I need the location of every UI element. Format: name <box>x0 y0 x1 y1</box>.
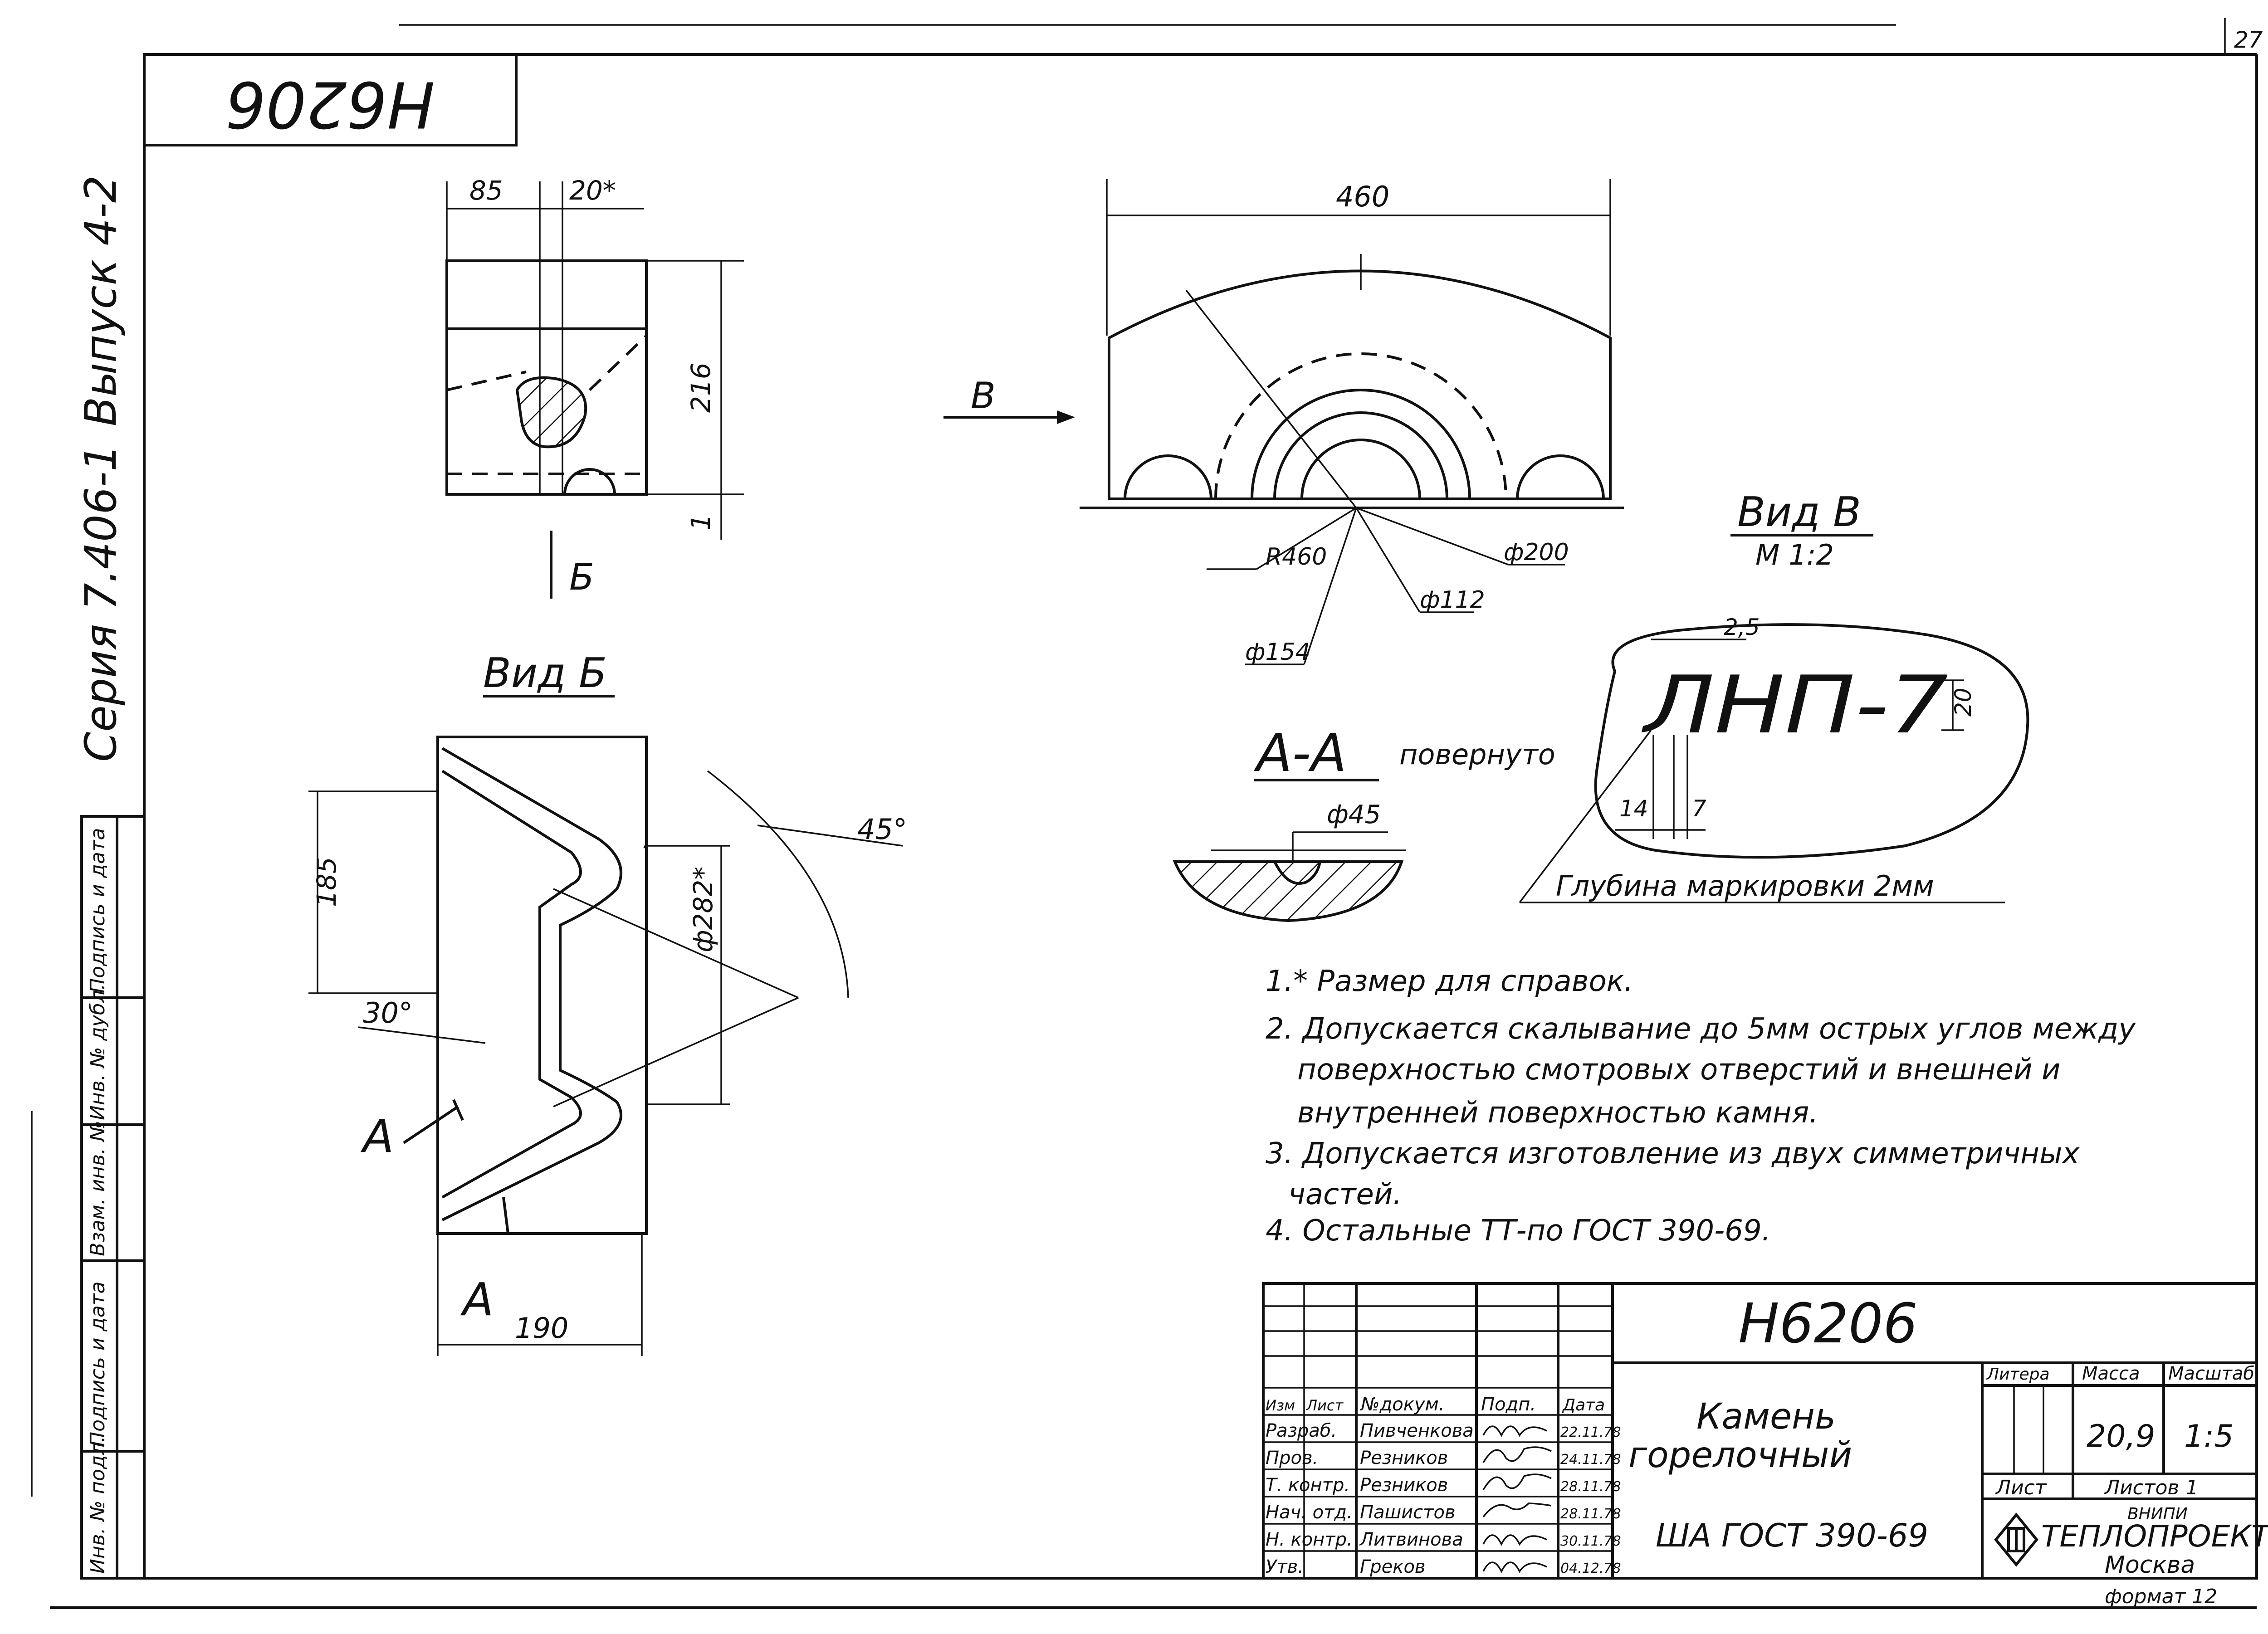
view-b-title: Вид Б <box>483 649 607 697</box>
tb-name-line1: Камень <box>1696 1396 1836 1437</box>
tb-head-izm: Изм <box>1266 1397 1295 1414</box>
code-box-text: H6206 <box>225 67 435 141</box>
dim-1: 1 <box>685 514 716 531</box>
note-2c: внутренней поверхностью камня. <box>1297 1096 1818 1130</box>
section-dim-45: ф45 <box>1327 800 1381 829</box>
dim-112: ф112 <box>1420 586 1485 614</box>
view-v: Вид В М 1:2 ЛНП-7 2,5 20 14 7 Глубина ма… <box>1519 488 2029 903</box>
tb-row-name-6: Греков <box>1360 1556 1426 1577</box>
signatures <box>1482 1425 1552 1573</box>
section-aa: А-А повернуто ф45 <box>1173 723 1555 922</box>
note-2: 2. Допускается скалывание до 5мм острых … <box>1266 1012 2136 1046</box>
notes: 1.* Размер для справок. 2. Допускается с… <box>1266 965 2136 1248</box>
tb-row-name-3: Резников <box>1360 1475 1448 1496</box>
tb-row-role-6: Утв. <box>1266 1556 1304 1577</box>
dim-r460: R460 <box>1266 543 1327 571</box>
stamp-text-3: Взам. инв. № <box>86 1121 109 1256</box>
view-b-arrow-label: Б <box>569 556 594 598</box>
marking-depth: Глубина маркировки 2мм <box>1556 869 1934 902</box>
tb-row-name-4: Пашистов <box>1360 1502 1456 1523</box>
tb-row-date-1: 22.11.78 <box>1560 1424 1621 1440</box>
view-v-arrow-label: В <box>971 375 996 417</box>
title-block: Изм Лист №докум. Подп. Дата Разраб. Пивч… <box>1262 1282 2268 1608</box>
org-logo-icon <box>1994 1512 2038 1567</box>
tb-head-sign: Подп. <box>1481 1394 1536 1415</box>
tb-row-role-4: Нач. отд. <box>1266 1502 1353 1523</box>
note-1: 1.* Размер для справок. <box>1266 965 1633 998</box>
stamp-text-5: Инв. № подл. <box>86 1436 109 1574</box>
tb-row-name-2: Резников <box>1360 1448 1448 1468</box>
tb-material: ША ГОСТ 390-69 <box>1656 1517 1928 1554</box>
note-2b: поверхностью смотровых отверстий и внешн… <box>1297 1053 2061 1087</box>
tb-format: формат 12 <box>2105 1585 2217 1608</box>
marking-dim-25: 2,5 <box>1724 614 1760 640</box>
page-number: 27 <box>2234 27 2263 53</box>
tb-row-date-5: 30.11.78 <box>1560 1533 1621 1549</box>
tb-head-doc: №докум. <box>1360 1394 1444 1415</box>
tb-litera-label: Литера <box>1986 1365 2050 1384</box>
section-mark-a-2: А <box>460 1273 494 1326</box>
tb-org-top: ВНИПИ <box>2127 1505 2188 1523</box>
marking-text: ЛНП-7 <box>1641 659 1948 751</box>
tb-row-name-5: Литвинова <box>1359 1529 1463 1550</box>
stamp-text-4: Подпись и дата <box>86 1282 109 1447</box>
dim-185: 185 <box>311 857 342 907</box>
tb-code: H6206 <box>1738 1293 1918 1356</box>
tb-row-role-3: Т. контр. <box>1266 1475 1350 1496</box>
front-view: 460 R460 ф200 ф112 ф154 В <box>943 179 1624 666</box>
tb-name-line2: горелочный <box>1628 1435 1852 1476</box>
dim-216: 216 <box>685 362 716 413</box>
angle-30: 30° <box>363 996 413 1029</box>
tb-row-date-2: 24.11.78 <box>1560 1452 1621 1468</box>
tb-row-date-4: 28.11.78 <box>1560 1506 1621 1522</box>
tb-mass-label: Масса <box>2082 1363 2140 1384</box>
stamp-text-2: Инв. № дубл. <box>86 984 109 1120</box>
section-title: А-А <box>1253 723 1347 784</box>
tb-row-name-1: Пивченкова <box>1360 1420 1474 1441</box>
tb-row-date-6: 04.12.78 <box>1560 1561 1621 1576</box>
tb-sheets-label: Листов 1 <box>2104 1476 2198 1499</box>
dim-154: ф154 <box>1245 639 1310 666</box>
note-3: 3. Допускается изготовление из двух симм… <box>1266 1137 2080 1171</box>
tb-scale-label: Масштаб <box>2168 1363 2254 1384</box>
tb-row-role-1: Разраб. <box>1266 1420 1337 1441</box>
section-note: повернуто <box>1399 738 1555 771</box>
series-label: Серия 7.406-1 <box>76 444 126 762</box>
view-b: Вид Б 185 ф282* 45° 30° А А 190 <box>308 649 907 1356</box>
dim-460: 460 <box>1336 180 1389 213</box>
view-v-scale: М 1:2 <box>1755 538 1834 571</box>
dim-20: 20* <box>569 175 616 206</box>
note-3b: частей. <box>1288 1178 1402 1211</box>
tb-head-list: Лист <box>1306 1397 1344 1414</box>
dim-85: 85 <box>469 175 503 206</box>
code-box: H6206 <box>143 53 518 146</box>
dim-282: ф282* <box>688 867 719 952</box>
dim-190: 190 <box>515 1312 568 1345</box>
issue-label: Выпуск 4-2 <box>76 176 126 427</box>
tb-sheet-label: Лист <box>1995 1476 2047 1499</box>
dim-200: ф200 <box>1504 539 1569 566</box>
side-stamp: Подпись и дата Инв. № дубл. Взам. инв. №… <box>80 815 146 1580</box>
angle-45: 45° <box>857 813 907 846</box>
view-v-title: Вид В <box>1737 488 1861 536</box>
tb-row-role-5: Н. контр. <box>1266 1529 1353 1550</box>
tb-org-city: Москва <box>2105 1551 2195 1579</box>
tb-mass: 20,9 <box>2087 1419 2155 1454</box>
tb-head-date: Дата <box>1562 1396 1605 1415</box>
tb-row-role-2: Пров. <box>1266 1448 1318 1468</box>
marking-dim-20: 20 <box>1950 688 1976 717</box>
stamp-text-1: Подпись и дата <box>86 828 109 993</box>
note-4: 4. Остальные ТТ-по ГОСТ 390-69. <box>1266 1214 1771 1248</box>
side-view: 85 20* 216 1 Б <box>445 175 744 599</box>
section-mark-a-1: А <box>360 1110 394 1163</box>
marking-dim-7: 7 <box>1692 795 1706 822</box>
tb-row-date-3: 28.11.78 <box>1560 1479 1621 1495</box>
drawing-frame: 27 <box>31 18 2263 1609</box>
tb-scale: 1:5 <box>2184 1419 2234 1454</box>
marking-dim-14: 14 <box>1619 795 1648 822</box>
tb-org-name: ТЕПЛОПРОЕКТ <box>2041 1519 2268 1554</box>
